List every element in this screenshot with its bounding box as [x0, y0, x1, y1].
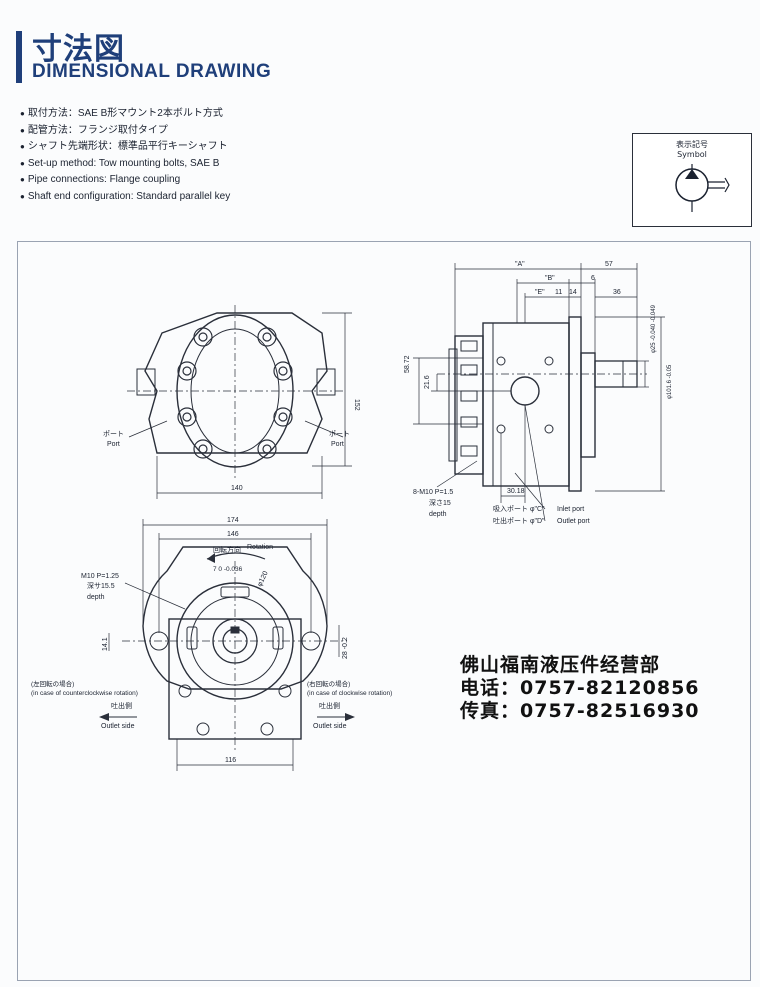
rear-tap-spec: M10 P=1.25 — [81, 573, 119, 580]
spec-item: シャフト先端形状：標準品平行キーシャフト — [20, 139, 230, 156]
symbol-label-jp: 表示記号 — [676, 140, 708, 149]
rear-view — [99, 519, 355, 771]
rear-ccw-en: (in case of counterclockwise rotation) — [31, 690, 138, 697]
company-name: 佛山福南液压件经营部 — [460, 654, 661, 676]
side-dim-36: 36 — [613, 289, 621, 296]
rear-outlet-left-en: Outlet side — [101, 723, 135, 730]
rear-dim-116: 116 — [225, 757, 236, 764]
spec-item: Pipe connections: Flange coupling — [20, 172, 230, 189]
hydraulic-pump-symbol-icon — [675, 164, 730, 212]
side-view — [413, 263, 665, 522]
spec-item: Set-up method: Tow mounting bolts, SAE B — [20, 156, 230, 173]
rear-outlet-right-jp: 吐出側 — [319, 701, 340, 710]
side-dim-b: "B" — [545, 275, 555, 282]
rear-outlet-left-jp: 吐出側 — [111, 701, 132, 710]
rear-key-dim: 7 0 -0.036 — [213, 566, 243, 573]
rear-rotation-en: Rotation — [247, 544, 273, 551]
rear-dim-28: 28 -0.2 — [342, 637, 349, 659]
rear-dim-174: 174 — [227, 517, 239, 524]
rear-dim-146: 146 — [227, 531, 239, 538]
side-dim-57: 57 — [605, 261, 613, 268]
rear-dim-141: 14.1 — [102, 637, 109, 651]
spec-item: 取付方法：SAE B形マウント2本ボルト方式 — [20, 106, 230, 123]
front-dim-height: 152 — [353, 399, 360, 411]
drawing-frame — [17, 241, 751, 981]
side-dim-5872: 58.72 — [404, 355, 411, 373]
page-title-en: DIMENSIONAL DRAWING — [32, 61, 272, 82]
front-view — [127, 305, 352, 499]
front-port-right-jp: ポート — [329, 430, 350, 438]
side-dim-14: 14 — [569, 289, 577, 296]
side-dim-11: 11 — [555, 289, 562, 296]
rear-ccw-jp: (左回転の場合) — [31, 679, 74, 688]
side-dim-e: "E" — [535, 289, 545, 296]
rear-tap-depth-jp: 深サ15.5 — [87, 581, 115, 590]
side-dim-3018: 30.18 — [507, 488, 525, 495]
side-inlet-en: Inlet port — [557, 506, 584, 513]
company-fax: 传真：0757-82516930 — [460, 700, 700, 722]
company-info: 佛山福南液压件经营部 电话：0757-82120856 传真：0757-8251… — [460, 654, 700, 723]
dimensional-drawing: ポート Port ポート Port 140 152 "A" 57 "B" 6 "… — [31, 261, 673, 771]
symbol-label-en: Symbol — [677, 150, 707, 159]
title-accent-bar — [16, 31, 22, 83]
rear-pcd: φ120 — [256, 570, 269, 588]
rear-cw-en: (in case of clockwise rotation) — [307, 690, 392, 697]
rear-cw-jp: (右回転の場合) — [307, 679, 350, 688]
symbol-box: 表示記号 Symbol — [632, 133, 752, 227]
side-dim-shaft: φ25 -0.040 -0.049 — [651, 304, 657, 353]
side-bolt-depth-en: depth — [429, 511, 447, 518]
rear-rotation-jp: 回転方向 — [213, 545, 241, 554]
side-outlet-jp: 吐出ポート φ"D" — [493, 516, 545, 525]
company-phone: 电话：0757-82120856 — [460, 677, 700, 699]
front-port-left-jp: ポート — [103, 430, 124, 438]
spec-item: 配管方法：フランジ取付タイプ — [20, 123, 230, 140]
side-dim-pilot: φ101.6 -0.05 — [667, 364, 673, 399]
side-bolt-spec: 8-M10 P=1.5 — [413, 489, 453, 496]
spec-list: 取付方法：SAE B形マウント2本ボルト方式 配管方法：フランジ取付タイプ シャ… — [20, 106, 230, 205]
front-dim-width: 140 — [231, 485, 243, 492]
side-dim-a: "A" — [515, 261, 525, 268]
side-outlet-en: Outlet port — [557, 518, 590, 525]
side-inlet-jp: 吸入ポート φ"C" — [493, 505, 545, 513]
front-port-right-en: Port — [331, 441, 344, 448]
rear-tap-depth-en: depth — [87, 594, 105, 601]
side-bolt-depth-jp: 深さ15 — [429, 498, 451, 507]
side-dim-216: 21.6 — [424, 375, 431, 389]
page-title-jp: 寸法図 — [32, 32, 125, 67]
spec-item: Shaft end configuration: Standard parall… — [20, 189, 230, 206]
side-dim-6: 6 — [591, 275, 595, 282]
rear-outlet-right-en: Outlet side — [313, 723, 347, 730]
front-port-left-en: Port — [107, 441, 120, 448]
